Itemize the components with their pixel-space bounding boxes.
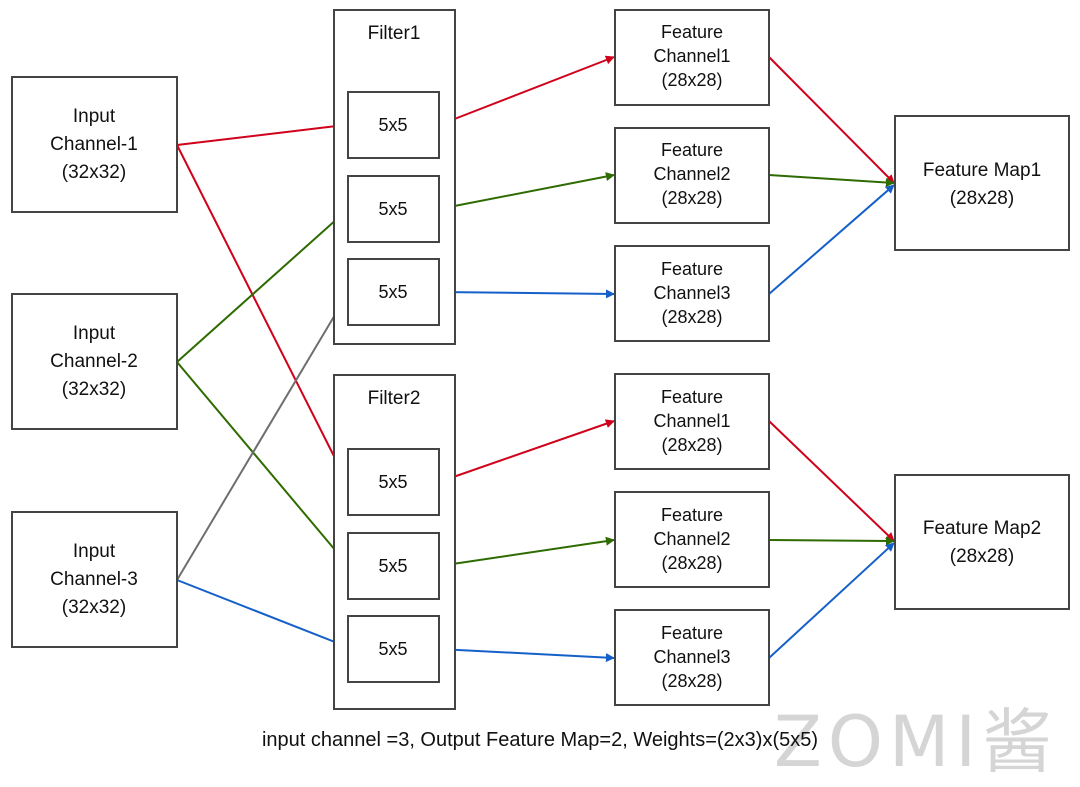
filter-1-kernel-3-label: 5x5 [378,282,407,302]
feature-map-2-line1: Feature Map2 [923,518,1041,539]
edge-input2-filter1-k2 [176,209,348,363]
input-channel-3-line3: (32x32) [62,597,126,618]
edge-f1k2-fc2 [438,172,615,210]
input-channel-1-line3: (32x32) [62,162,126,183]
feature-map-2-box [894,474,1070,610]
feature-channel-3-line3: (28x28) [661,307,722,327]
input-channel-3-line1: Input [73,541,116,562]
input-channel-2-line1: Input [73,323,116,344]
input-channel-1-line1: Input [73,106,116,127]
feature-channel-6-line1: Feature [661,623,723,643]
filter-1: Filter1 5x5 5x5 5x5 [333,9,456,345]
feature-channel-1-line2: Channel1 [653,46,730,66]
filter-2-kernel-1 [347,448,440,516]
feature-channel-6: Feature Channel3 (28x28) [614,609,770,706]
feature-map-1-box [894,115,1070,251]
input-channel-1: Input Channel-1 (32x32) [11,76,178,213]
feature-map-1-line1: Feature Map1 [923,160,1041,181]
input-channel-2-box [11,293,178,430]
filter-2-kernel-3 [347,615,440,683]
edge-fc4-map2 [768,420,895,542]
filter-2-kernel-1-label: 5x5 [378,472,407,492]
feature-channel-1-line3: (28x28) [661,70,722,90]
filter-2: Filter2 5x5 5x5 5x5 [333,374,456,710]
edge-f2k3-fc6 [438,648,615,663]
filter-1-kernel-2 [347,175,440,243]
caption: input channel =3, Output Feature Map=2, … [261,729,819,751]
feature-channel-2: Feature Channel2 (28x28) [614,127,770,224]
filter-1-kernel-1 [347,91,440,159]
feature-channel-3-line2: Channel3 [653,283,730,303]
input-channel-3-box [11,511,178,648]
edge-input3-filter1-k3 [176,292,349,581]
feature-channel-4: Feature Channel1 (28x28) [614,373,770,470]
filter-2-kernel-3-label: 5x5 [378,639,407,659]
feature-channel-1-line1: Feature [661,22,723,42]
feature-channel-4-line2: Channel1 [653,411,730,431]
feature-channel-6-line2: Channel3 [653,647,730,667]
feature-channel-5-line1: Feature [661,505,723,525]
feature-channel-2-line1: Feature [661,140,723,160]
input-channel-1-line2: Channel-1 [50,134,138,155]
feature-channel-4-line3: (28x28) [661,435,722,455]
feature-channel-6-box [614,609,770,706]
edge-fc2-map1 [768,174,895,187]
edge-f1k1-fc1 [438,55,615,126]
edge-f2k1-fc4 [438,419,615,483]
feature-channel-2-line2: Channel2 [653,164,730,184]
input-channel-3-line2: Channel-3 [50,569,138,590]
filter-2-title: Filter2 [368,388,421,409]
input-channel-3: Input Channel-3 (32x32) [11,511,178,648]
feature-map-2: Feature Map2 (28x28) [894,474,1070,610]
feature-channel-3-line1: Feature [661,259,723,279]
feature-map-1: Feature Map1 (28x28) [894,115,1070,251]
feature-channel-2-box [614,127,770,224]
feature-channel-3: Feature Channel3 (28x28) [614,245,770,342]
feature-channel-5-line2: Channel2 [653,529,730,549]
edge-f2k2-fc5 [438,536,615,567]
edge-fc5-map2 [768,536,895,546]
filter-1-kernel-3 [347,258,440,326]
feature-channel-6-line3: (28x28) [661,671,722,691]
edge-input3-filter2-k3 [176,579,346,648]
filter-1-kernel-2-label: 5x5 [378,199,407,219]
diagram-canvas: Input Channel-1 (32x32) Input Channel-2 … [11,9,1070,710]
edge-input1-filter2-k1 [176,144,346,479]
feature-channel-5-line3: (28x28) [661,553,722,573]
feature-channel-5-box [614,491,770,588]
filter-1-kernel-1-label: 5x5 [378,115,407,135]
feature-map-2-line2: (28x28) [950,546,1014,567]
filter-1-title: Filter1 [368,23,421,44]
feature-channel-4-box [614,373,770,470]
input-channel-1-box [11,76,178,213]
feature-channel-5: Feature Channel2 (28x28) [614,491,770,588]
edges [176,55,895,663]
edge-fc6-map2 [768,542,895,659]
feature-channel-2-line3: (28x28) [661,188,722,208]
input-channel-2-line2: Channel-2 [50,351,138,372]
feature-channel-3-box [614,245,770,342]
feature-channel-1: Feature Channel1 (28x28) [614,9,770,106]
feature-channel-4-line1: Feature [661,387,723,407]
input-channel-2-line3: (32x32) [62,379,126,400]
filter-2-kernel-2 [347,532,440,600]
edge-fc1-map1 [768,56,895,184]
edge-f1k3-fc3 [438,289,615,299]
edge-input1-filter1-k1 [176,121,346,146]
filter-2-kernel-2-label: 5x5 [378,556,407,576]
edge-fc3-map1 [768,184,895,295]
feature-map-1-line2: (28x28) [950,188,1014,209]
input-channel-2: Input Channel-2 (32x32) [11,293,178,430]
edge-input2-filter2-k2 [176,361,347,564]
feature-channel-1-box [614,9,770,106]
